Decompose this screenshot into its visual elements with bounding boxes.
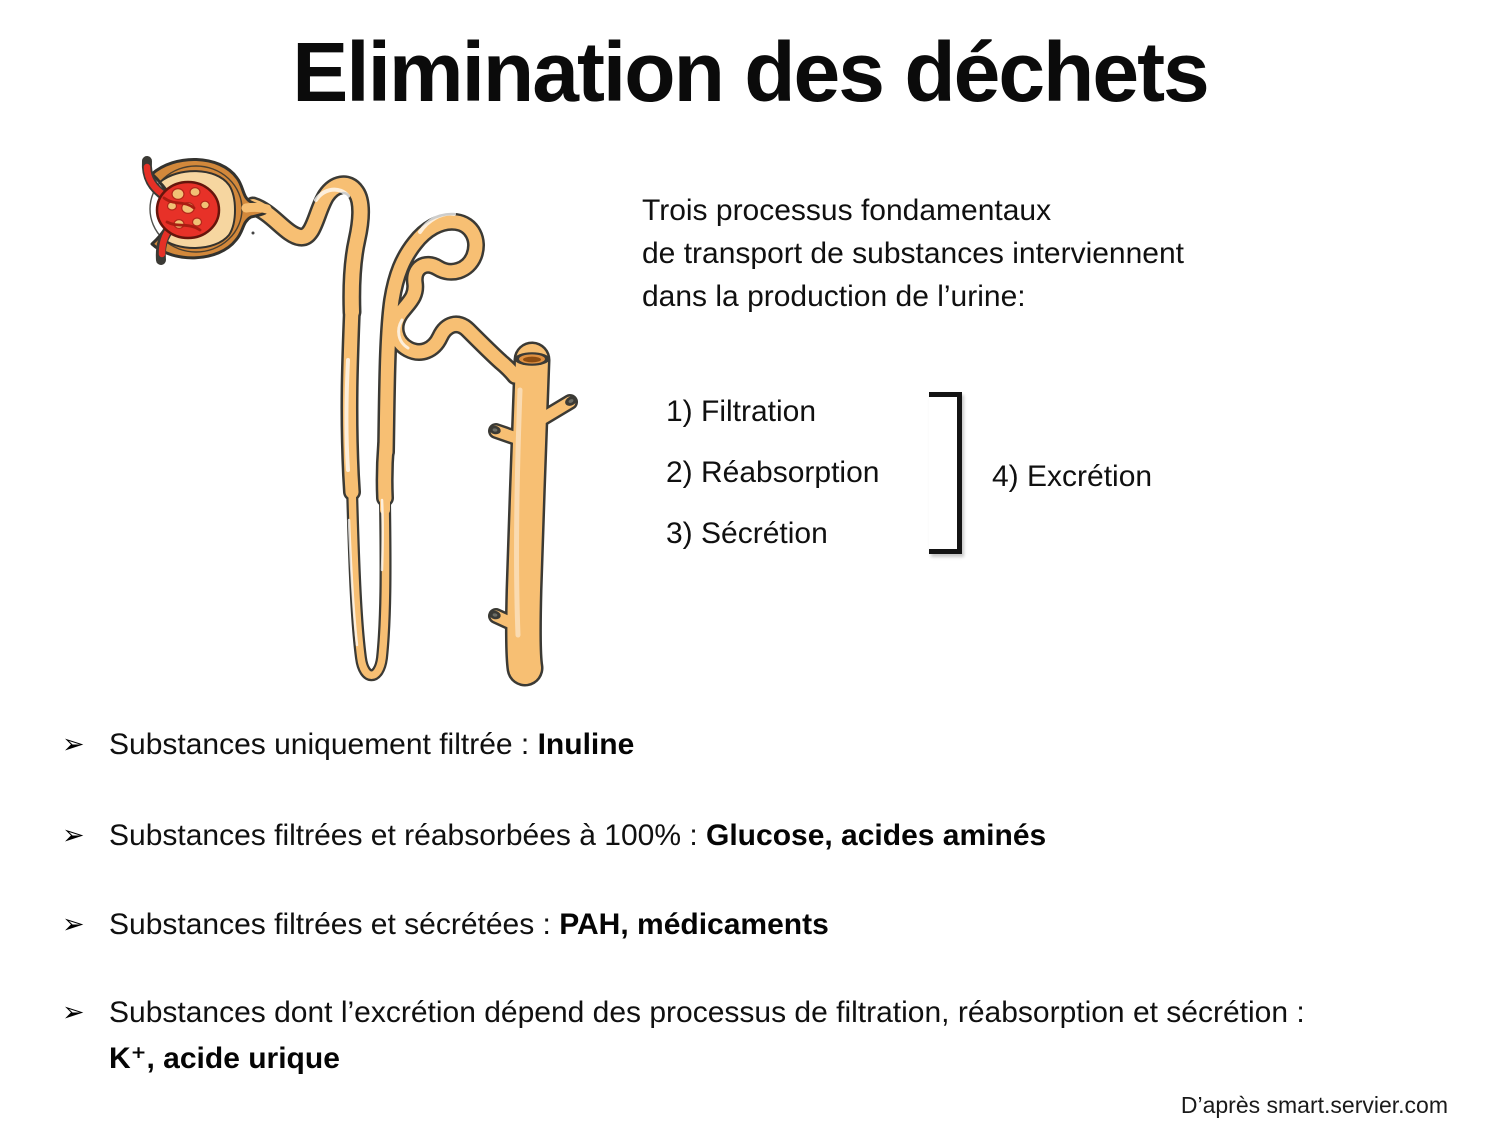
grouping-bracket (929, 392, 962, 554)
nephron-illustration (120, 140, 610, 710)
duct-opening (514, 352, 550, 366)
bullet-text: Substances dont l’excrétion dépend des p… (109, 996, 1305, 1075)
intro-line-1: Trois processus fondamentaux (642, 194, 1052, 227)
bullet-row-filtered-reabsorbed: ➢ Substances filtrées et réabsorbées à 1… (62, 813, 1362, 859)
bullet-row-filtered-only: ➢ Substances uniquement filtrée : Inulin… (62, 722, 1362, 768)
bullet-text: Substances filtrées et sécrétées : PAH, … (109, 908, 829, 941)
nephron-svg (141, 156, 578, 687)
bullet-text: Substances uniquement filtrée : Inuline (109, 728, 635, 761)
intro-line-3: dans la production de l’urine: (642, 280, 1026, 313)
intro-text: Trois processus fondamentaux de transpor… (642, 189, 1322, 318)
bullet-text: Substances filtrées et réabsorbées à 100… (109, 819, 1047, 852)
arrow-bullet-icon: ➢ (62, 729, 85, 760)
bullet-row-filtered-secreted: ➢ Substances filtrées et sécrétées : PAH… (62, 902, 1362, 948)
page-title: Elimination des déchets (292, 25, 1210, 119)
bullet-emphasis: Glucose, acides aminés (706, 819, 1047, 852)
process-item-reabsorption: 2) Réabsorption (666, 456, 880, 489)
proximal-tubule-outline (243, 175, 371, 322)
speck-dot (251, 231, 255, 235)
bullet-emphasis: Inuline (537, 728, 635, 761)
bullet-row-excretion-dependent: ➢ Substances dont l’excrétion dépend des… (62, 990, 1362, 1082)
excretion-label: 4) Excrétion (992, 460, 1153, 493)
process-item-secretion: 3) Sécrétion (666, 517, 828, 550)
arrow-bullet-icon: ➢ (62, 909, 85, 940)
attribution-text: D’après smart.servier.com (1180, 1092, 1448, 1118)
process-list: 1) Filtration 2) Réabsorption 3) Sécréti… (666, 395, 879, 578)
process-item-filtration: 1) Filtration (666, 395, 817, 428)
bullet-emphasis: PAH, médicaments (559, 908, 829, 941)
capsule-neck (241, 202, 272, 214)
bowman-capsule (141, 156, 272, 265)
intro-line-2: de transport de substances interviennent (642, 237, 1185, 270)
arrow-bullet-icon: ➢ (62, 997, 85, 1028)
arrow-bullet-icon: ➢ (62, 820, 85, 851)
duct-branch-tips (489, 396, 577, 620)
bullet-emphasis: K⁺, acide urique (109, 1042, 340, 1075)
